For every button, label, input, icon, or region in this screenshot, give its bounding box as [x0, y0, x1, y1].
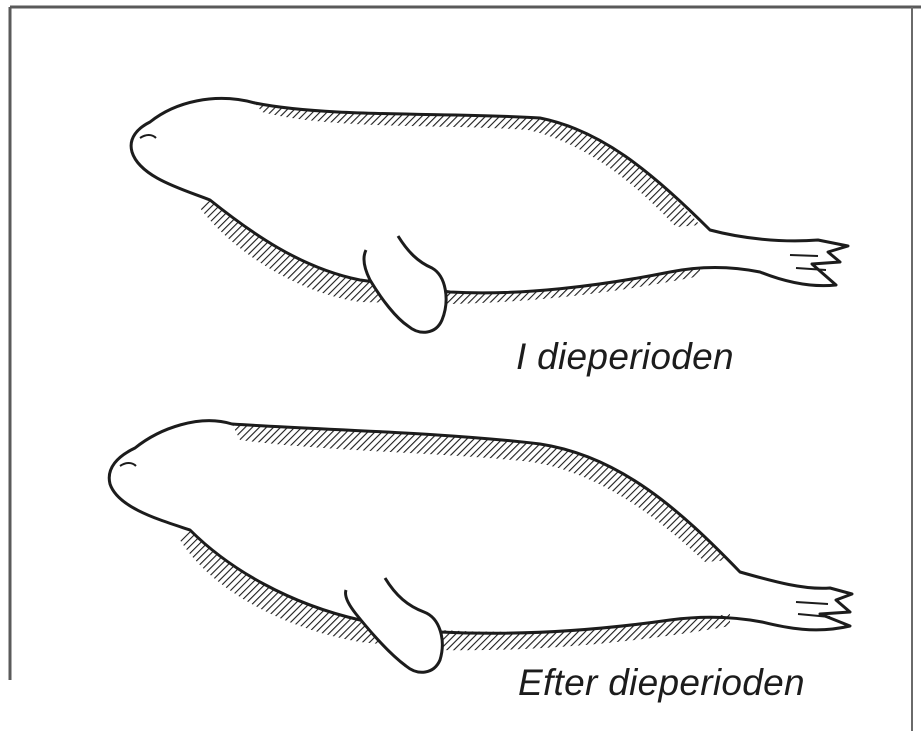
seal-during-nursing-icon	[131, 98, 848, 332]
back-blubber-hatch	[255, 103, 700, 227]
seal-after-nursing-icon	[109, 421, 852, 673]
belly-blubber-hatch	[200, 200, 700, 304]
back-blubber-hatch	[232, 424, 730, 562]
snout-detail	[140, 135, 156, 138]
flipper	[364, 236, 446, 332]
caption-during-nursing: I dieperioden	[516, 336, 734, 378]
caption-after-nursing: Efter dieperioden	[518, 662, 805, 704]
snout-detail	[120, 463, 136, 466]
